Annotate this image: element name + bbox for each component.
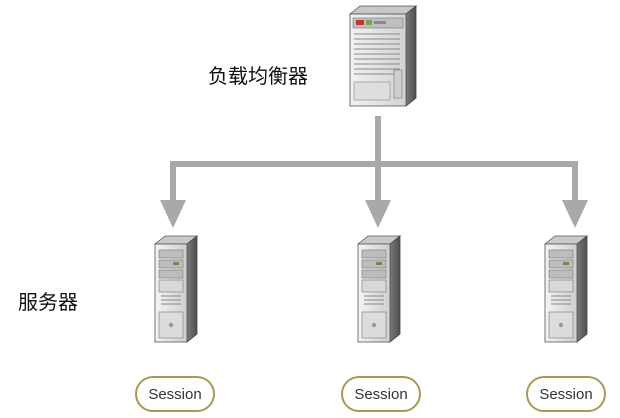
- load-balancer-label: 负载均衡器: [208, 64, 308, 88]
- server-label: 服务器: [18, 290, 78, 314]
- session-badge: Session: [341, 376, 421, 412]
- arrowhead-right: [562, 200, 588, 228]
- arrowheads: [160, 200, 588, 228]
- session-badge: Session: [135, 376, 215, 412]
- connector-lines: [170, 116, 578, 208]
- arrowhead-middle: [365, 200, 391, 228]
- server-icon-1: [154, 235, 198, 343]
- arrowhead-left: [160, 200, 186, 228]
- server-icon-2: [357, 235, 401, 343]
- load-balancer-server-icon: [348, 5, 418, 107]
- session-badge: Session: [526, 376, 606, 412]
- server-icon-3: [544, 235, 588, 343]
